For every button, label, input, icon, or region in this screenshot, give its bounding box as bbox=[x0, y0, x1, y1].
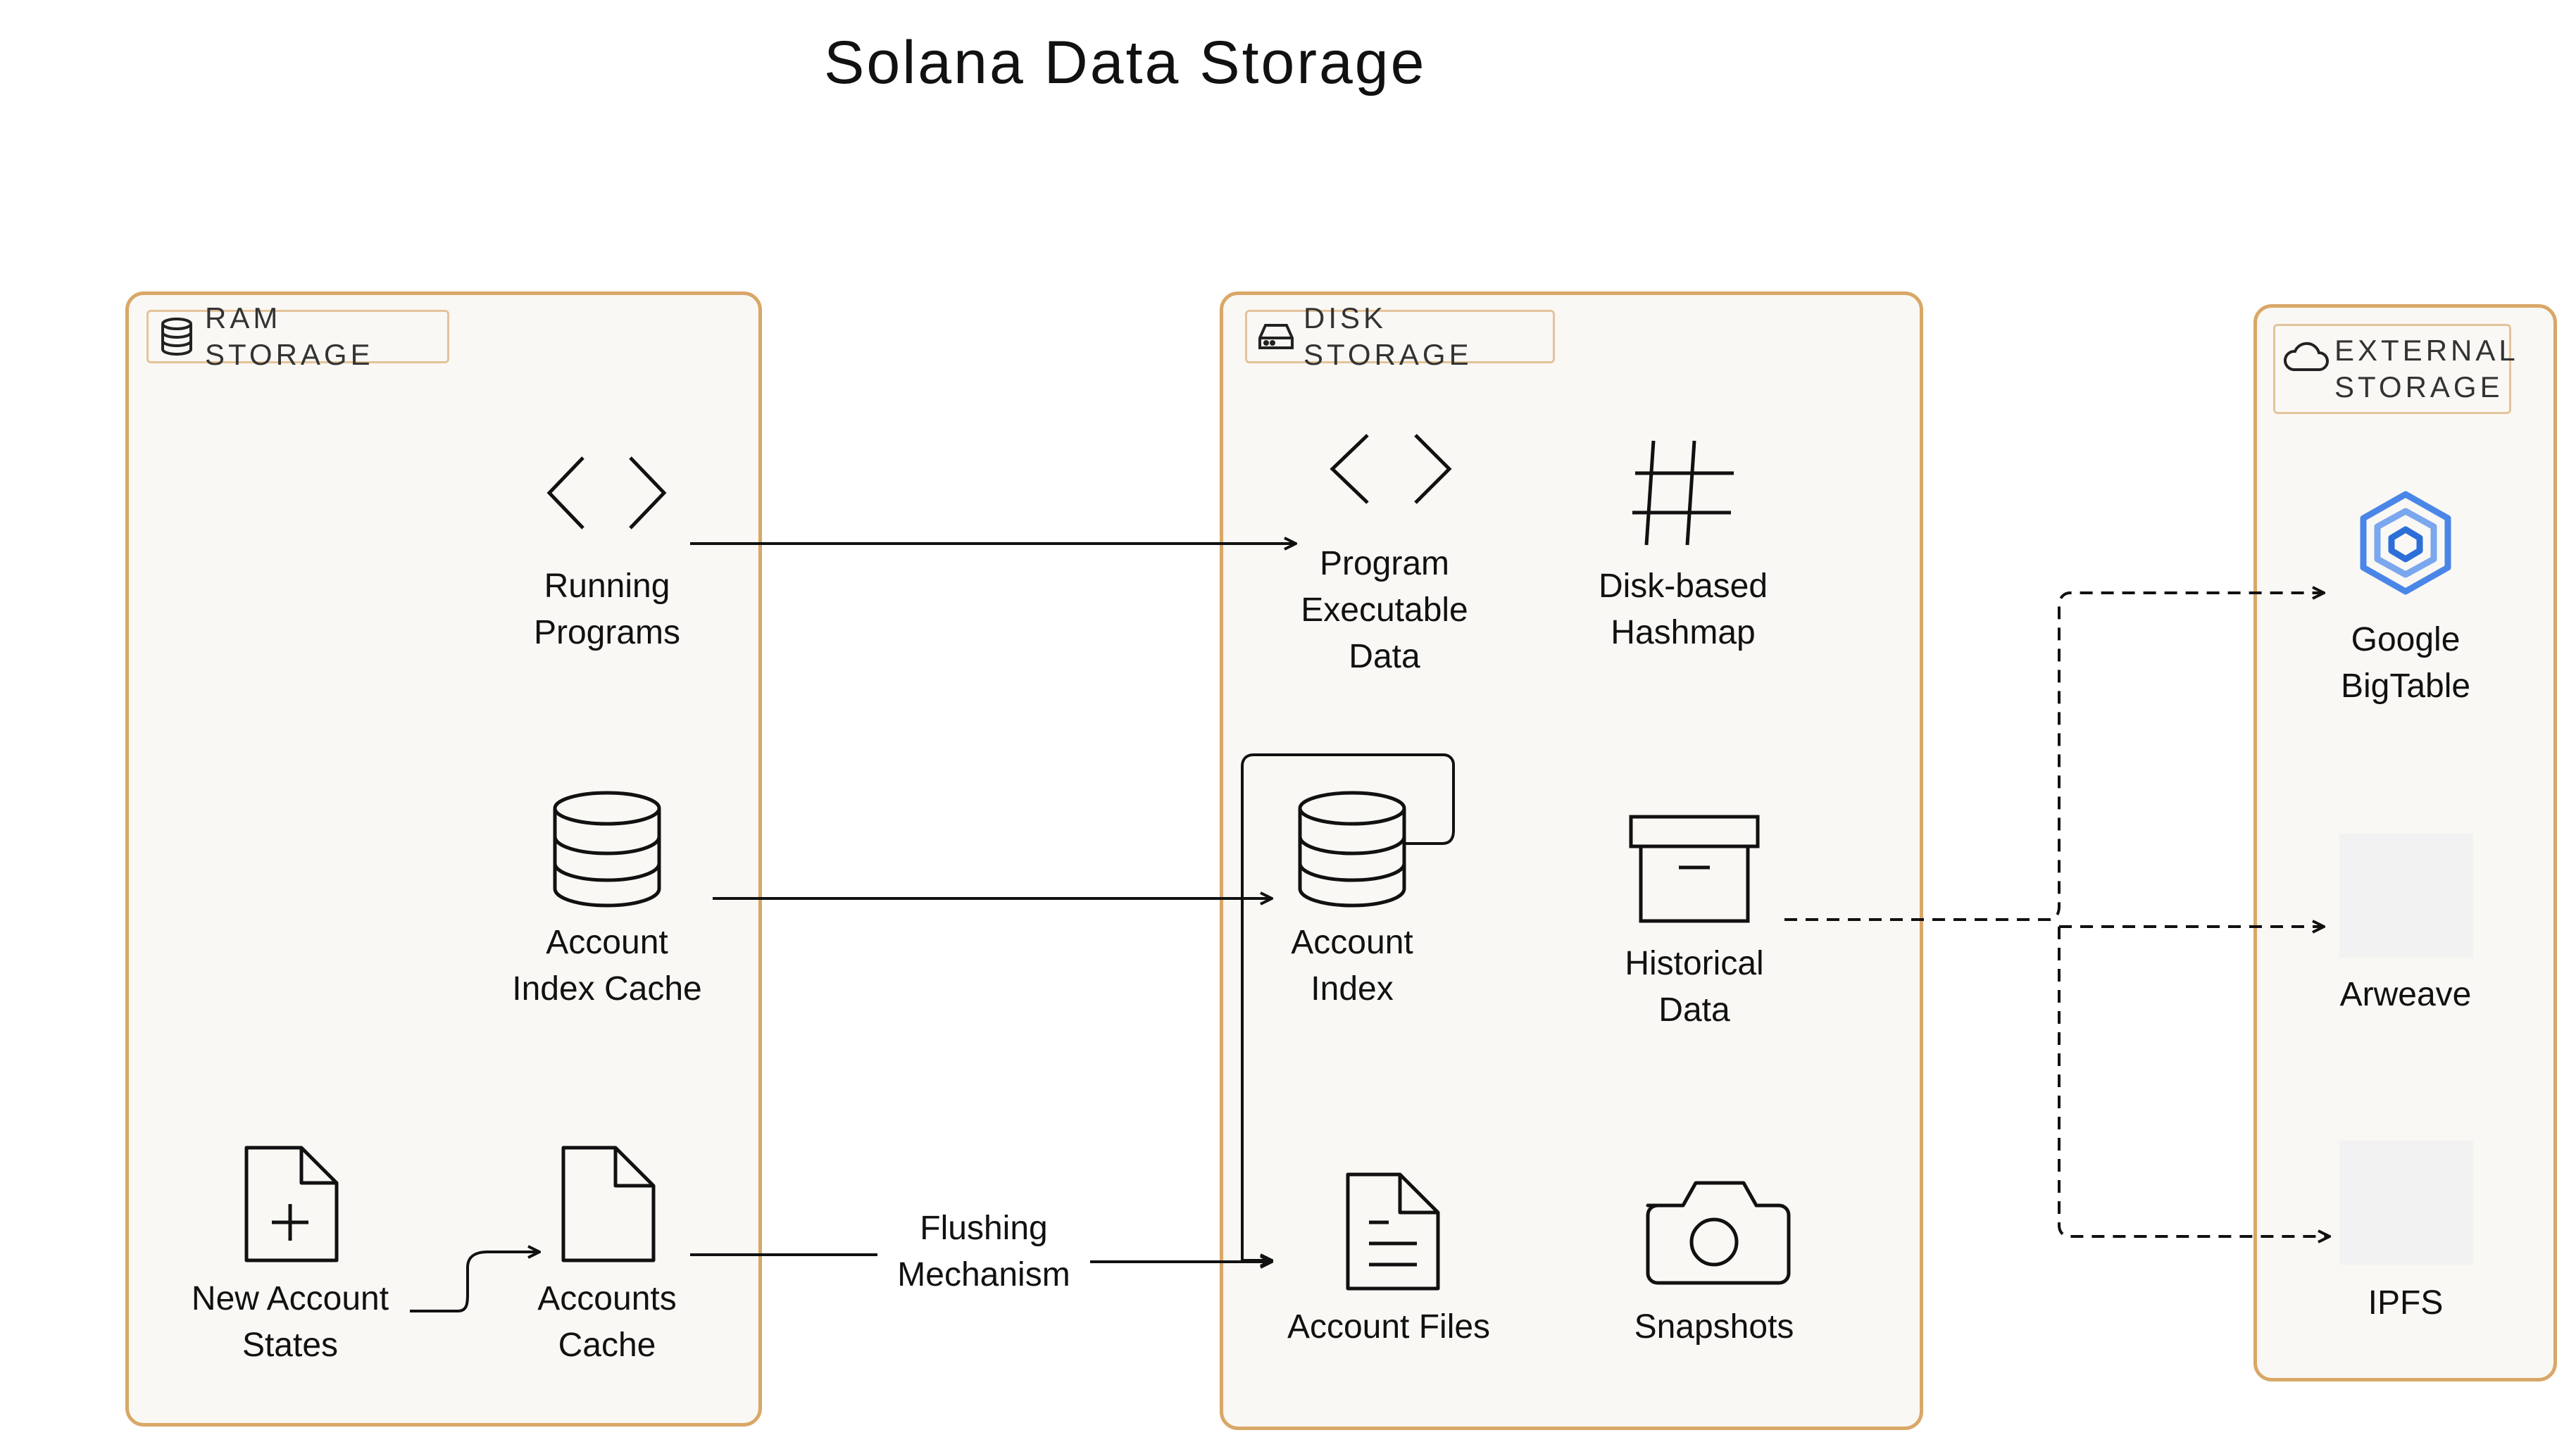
node-running-programs: Running Programs bbox=[533, 568, 681, 651]
edge-historical-to-ipfs bbox=[2058, 927, 2330, 1236]
hash-icon bbox=[1632, 440, 1734, 546]
node-account-index: Account Index bbox=[1291, 924, 1413, 1008]
node-program-executable-data: Program Executable Data bbox=[1301, 545, 1468, 675]
diagram-title: Solana Data Storage bbox=[824, 29, 1427, 96]
disk-storage-group bbox=[1220, 292, 1923, 1430]
ram-storage-group bbox=[125, 292, 762, 1427]
arweave-logo-icon bbox=[2339, 834, 2473, 958]
edge-new-states-to-cache bbox=[410, 1252, 539, 1312]
node-snapshots: Snapshots bbox=[1634, 1308, 1794, 1346]
cloud-icon bbox=[2282, 326, 2329, 372]
file-plus-icon bbox=[244, 1146, 339, 1262]
external-storage-label: EXTERNAL STORAGE bbox=[2273, 324, 2515, 414]
ipfs-logo-icon bbox=[2339, 1141, 2473, 1265]
edge-account-index-loop bbox=[1241, 753, 1455, 1260]
node-account-files: Account Files bbox=[1287, 1308, 1491, 1346]
bigtable-logo-icon bbox=[2360, 491, 2451, 595]
edge-cache-to-account-files bbox=[690, 1255, 1272, 1262]
database-icon bbox=[158, 317, 195, 356]
ram-storage-title: RAM STORAGE bbox=[205, 301, 374, 371]
edge-label-flushing-mechanism: Flushing Mechanism bbox=[877, 1205, 1090, 1298]
node-google-bigtable: Google BigTable bbox=[2340, 621, 2471, 705]
database-icon bbox=[553, 791, 661, 908]
disk-storage-title: DISK STORAGE bbox=[1303, 301, 1473, 371]
database-icon bbox=[1298, 791, 1406, 908]
node-new-account-states: New Account States bbox=[191, 1280, 389, 1364]
file-text-icon bbox=[1346, 1172, 1440, 1291]
archive-icon bbox=[1629, 815, 1760, 923]
ram-storage-label: RAM STORAGE bbox=[146, 301, 449, 371]
code-icon bbox=[1330, 434, 1452, 504]
node-disk-based-hashmap: Disk-based Hashmap bbox=[1598, 568, 1768, 651]
node-ipfs: IPFS bbox=[2368, 1284, 2444, 1322]
edge-historical-to-bigtable bbox=[1784, 593, 2324, 921]
node-arweave: Arweave bbox=[2339, 976, 2472, 1013]
disk-storage-label: DISK STORAGE bbox=[1245, 301, 1555, 371]
node-account-index-cache: Account Index Cache bbox=[512, 924, 702, 1008]
code-icon bbox=[546, 456, 667, 529]
file-icon bbox=[561, 1146, 656, 1262]
node-accounts-cache: Accounts Cache bbox=[537, 1280, 677, 1364]
camera-icon bbox=[1646, 1181, 1791, 1285]
external-storage-title: EXTERNAL STORAGE bbox=[2334, 334, 2519, 403]
hard-drive-icon bbox=[1257, 321, 1295, 352]
node-historical-data: Historical Data bbox=[1625, 945, 1764, 1029]
